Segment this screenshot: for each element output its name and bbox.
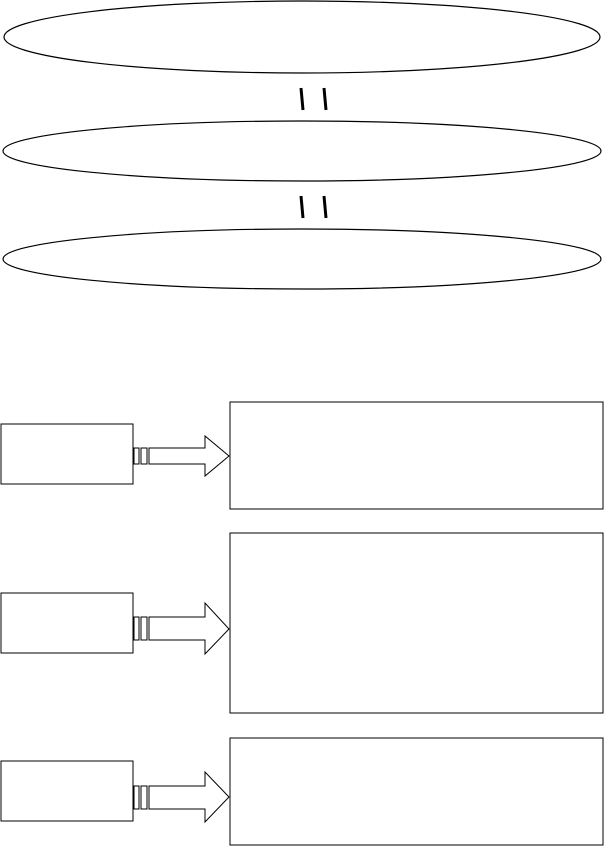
arrow-1: [133, 434, 230, 478]
arrow-2: [133, 601, 230, 656]
target-box-3: [229, 737, 604, 846]
target-box-2: [229, 532, 604, 714]
flow-row-2: [0, 532, 604, 714]
equals-connector-1: [299, 87, 328, 111]
ellipse-3: [2, 228, 602, 290]
target-box-1: [229, 401, 604, 510]
source-box-1: [0, 423, 134, 485]
source-box-2: [0, 592, 134, 654]
ellipse-1: [3, 0, 601, 74]
source-box-3: [0, 760, 134, 822]
flow-row-1: [0, 401, 604, 510]
ellipse-stack: [2, 0, 602, 290]
equals-connector-2: [299, 195, 328, 219]
arrow-3: [133, 770, 230, 824]
flow-row-3: [0, 737, 604, 846]
ellipse-2: [2, 120, 602, 182]
